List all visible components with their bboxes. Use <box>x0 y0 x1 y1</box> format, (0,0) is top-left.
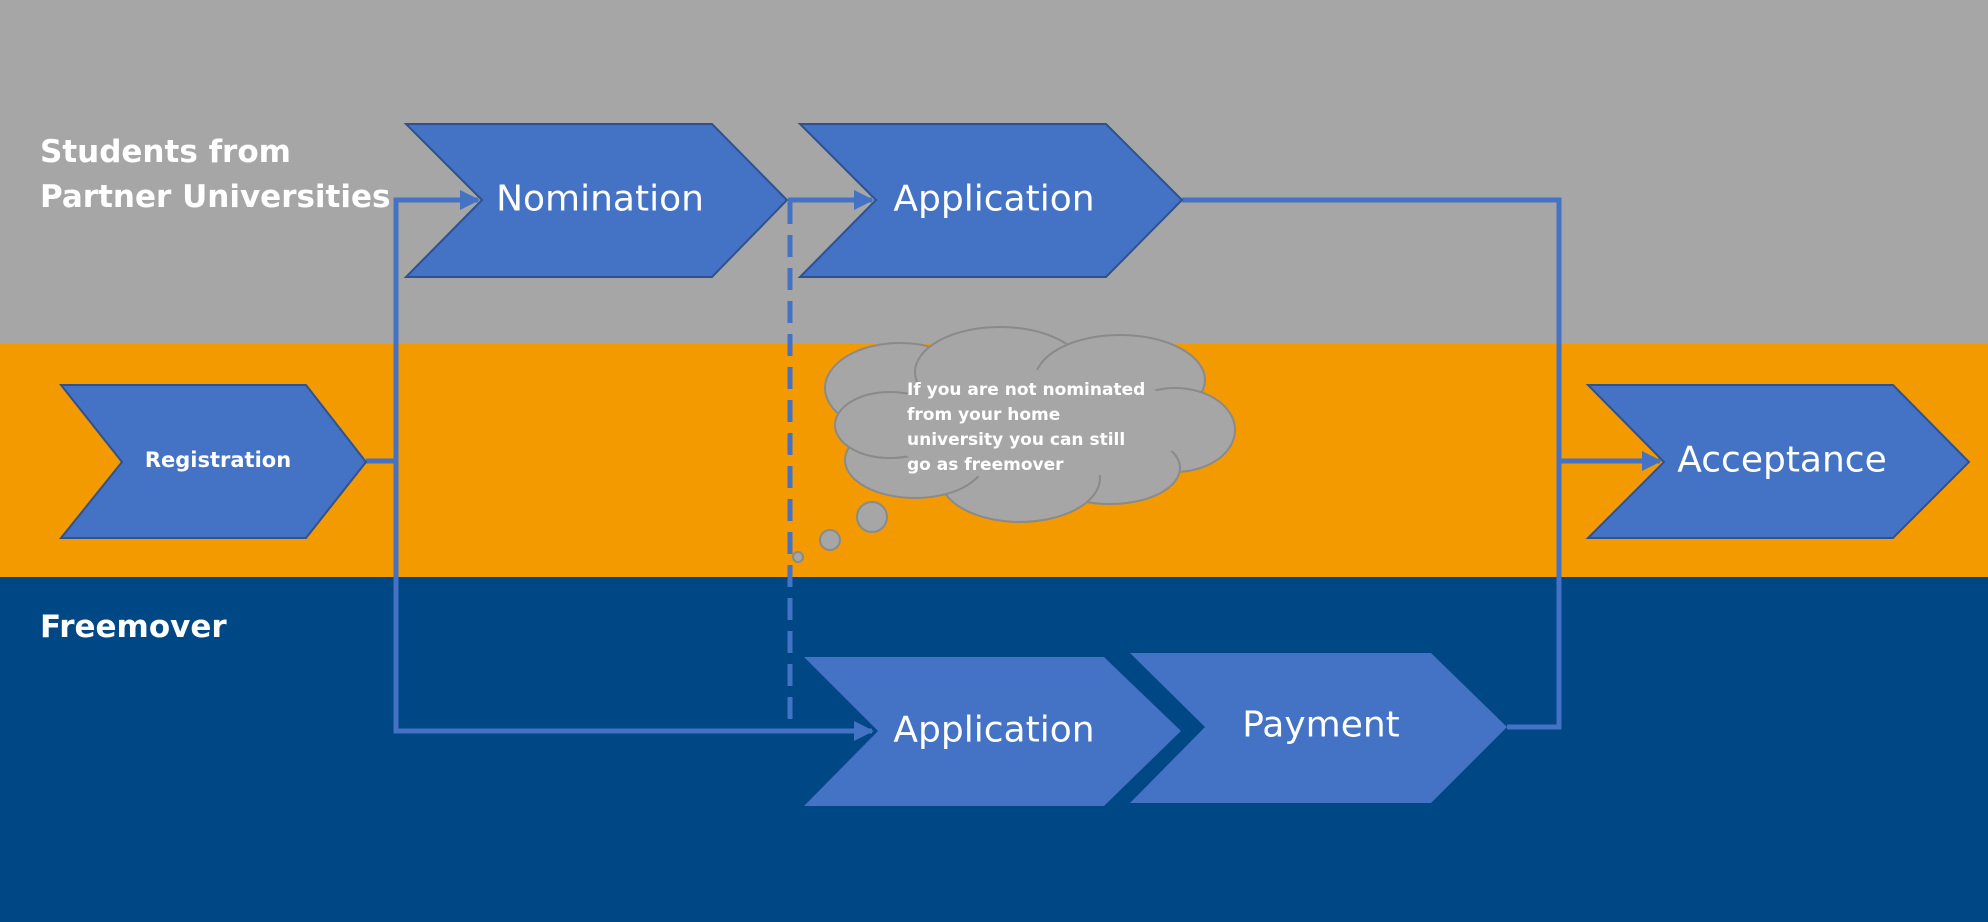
connector-registration-to-nomination <box>366 190 480 464</box>
nomination-label: Nomination <box>496 179 704 220</box>
step-application-partner: Application <box>797 123 1184 278</box>
lane-label-partner: Students from Partner Universities <box>40 130 390 220</box>
registration-label: Registration <box>145 448 291 472</box>
bubble-trail-dot <box>819 529 841 551</box>
connector-application-to-acceptance <box>1182 197 1662 471</box>
connectors <box>366 190 1662 741</box>
payment-label: Payment <box>1242 705 1400 746</box>
acceptance-label: Acceptance <box>1677 440 1887 481</box>
connector-payment-to-acceptance <box>1507 461 1562 730</box>
application-partner-label: Application <box>893 179 1094 220</box>
step-acceptance: Acceptance <box>1585 384 1971 539</box>
thought-bubble-text: If you are not nominated from your home … <box>907 380 1146 475</box>
payment-chevron <box>1130 653 1507 803</box>
nomination-chevron <box>403 123 789 278</box>
lane-label-partner-line2: Partner Universities <box>40 179 391 215</box>
application-freemover-label: Application <box>893 710 1094 751</box>
bubble-trail-dot <box>856 501 888 533</box>
bubble-trail-dot <box>792 551 804 563</box>
application-partner-chevron <box>797 123 1184 278</box>
acceptance-chevron <box>1585 384 1971 539</box>
step-payment: Payment <box>1130 653 1507 803</box>
lane-label-partner-line1: Students from <box>40 134 291 170</box>
lane-label-freemover: Freemover <box>40 609 227 645</box>
step-nomination: Nomination <box>403 123 789 278</box>
bubble-core <box>880 370 1190 480</box>
step-application-freemover: Application <box>804 657 1181 806</box>
thought-bubble <box>792 326 1236 563</box>
connector-registration-to-freemover-application <box>393 461 874 741</box>
registration-chevron <box>58 384 368 539</box>
application-freemover-chevron <box>804 657 1181 806</box>
step-registration: Registration <box>58 384 368 539</box>
